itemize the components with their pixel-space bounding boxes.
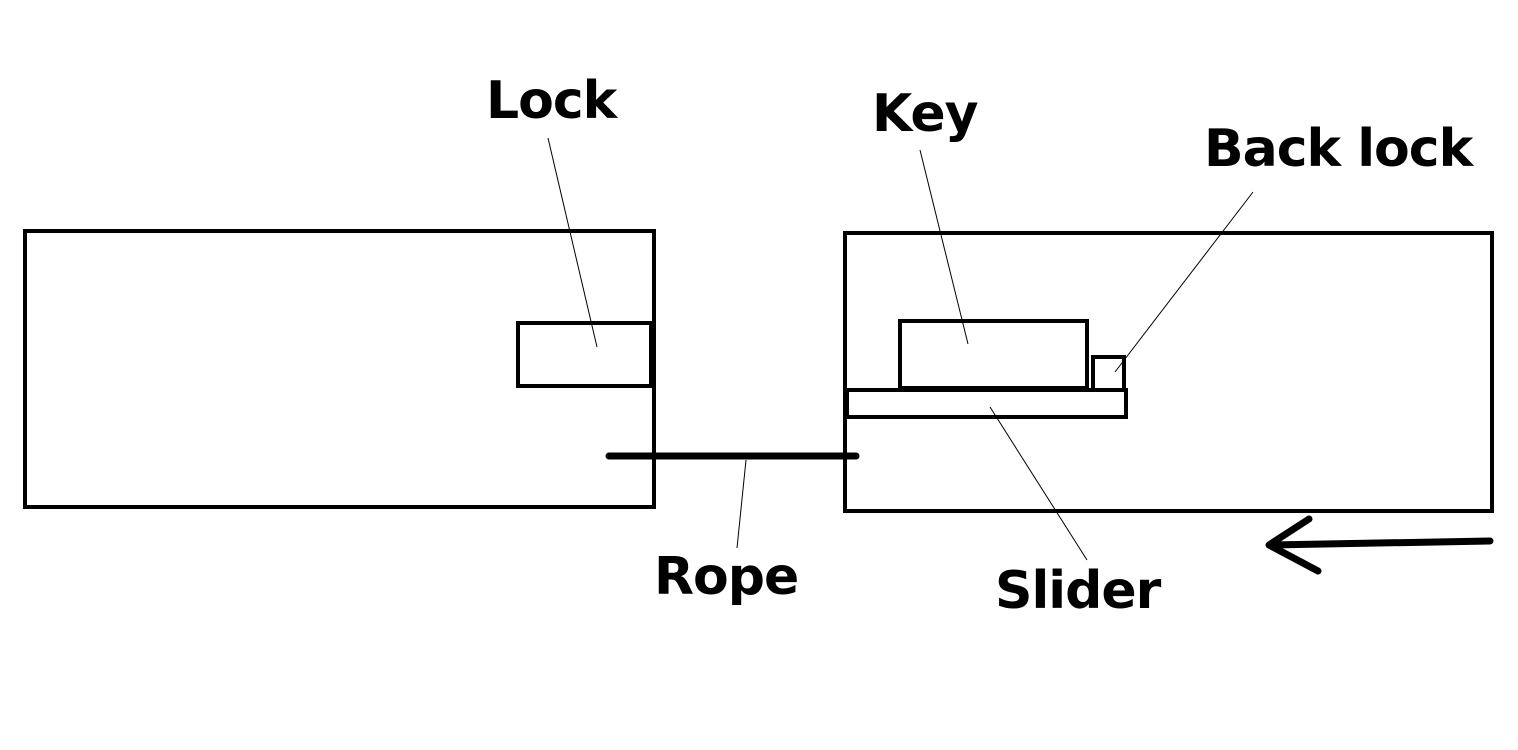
back-lock-leader bbox=[1114, 191, 1254, 373]
right-block bbox=[843, 231, 1494, 513]
slider-bar bbox=[845, 388, 1128, 419]
key-box bbox=[898, 319, 1089, 390]
rope-leader bbox=[736, 459, 747, 549]
back-lock-label: Back lock bbox=[1204, 119, 1475, 179]
key-leader bbox=[919, 149, 969, 345]
lock-label: Lock bbox=[486, 71, 619, 131]
lock-box bbox=[516, 321, 653, 388]
rope-label: Rope bbox=[654, 547, 798, 607]
left-block bbox=[23, 229, 656, 509]
arrow-left-icon bbox=[1265, 515, 1494, 575]
slider-leader bbox=[989, 406, 1088, 561]
slider-label: Slider bbox=[995, 561, 1162, 621]
back-lock-box bbox=[1091, 355, 1126, 392]
lock-leader bbox=[547, 137, 598, 348]
key-label: Key bbox=[872, 84, 978, 144]
